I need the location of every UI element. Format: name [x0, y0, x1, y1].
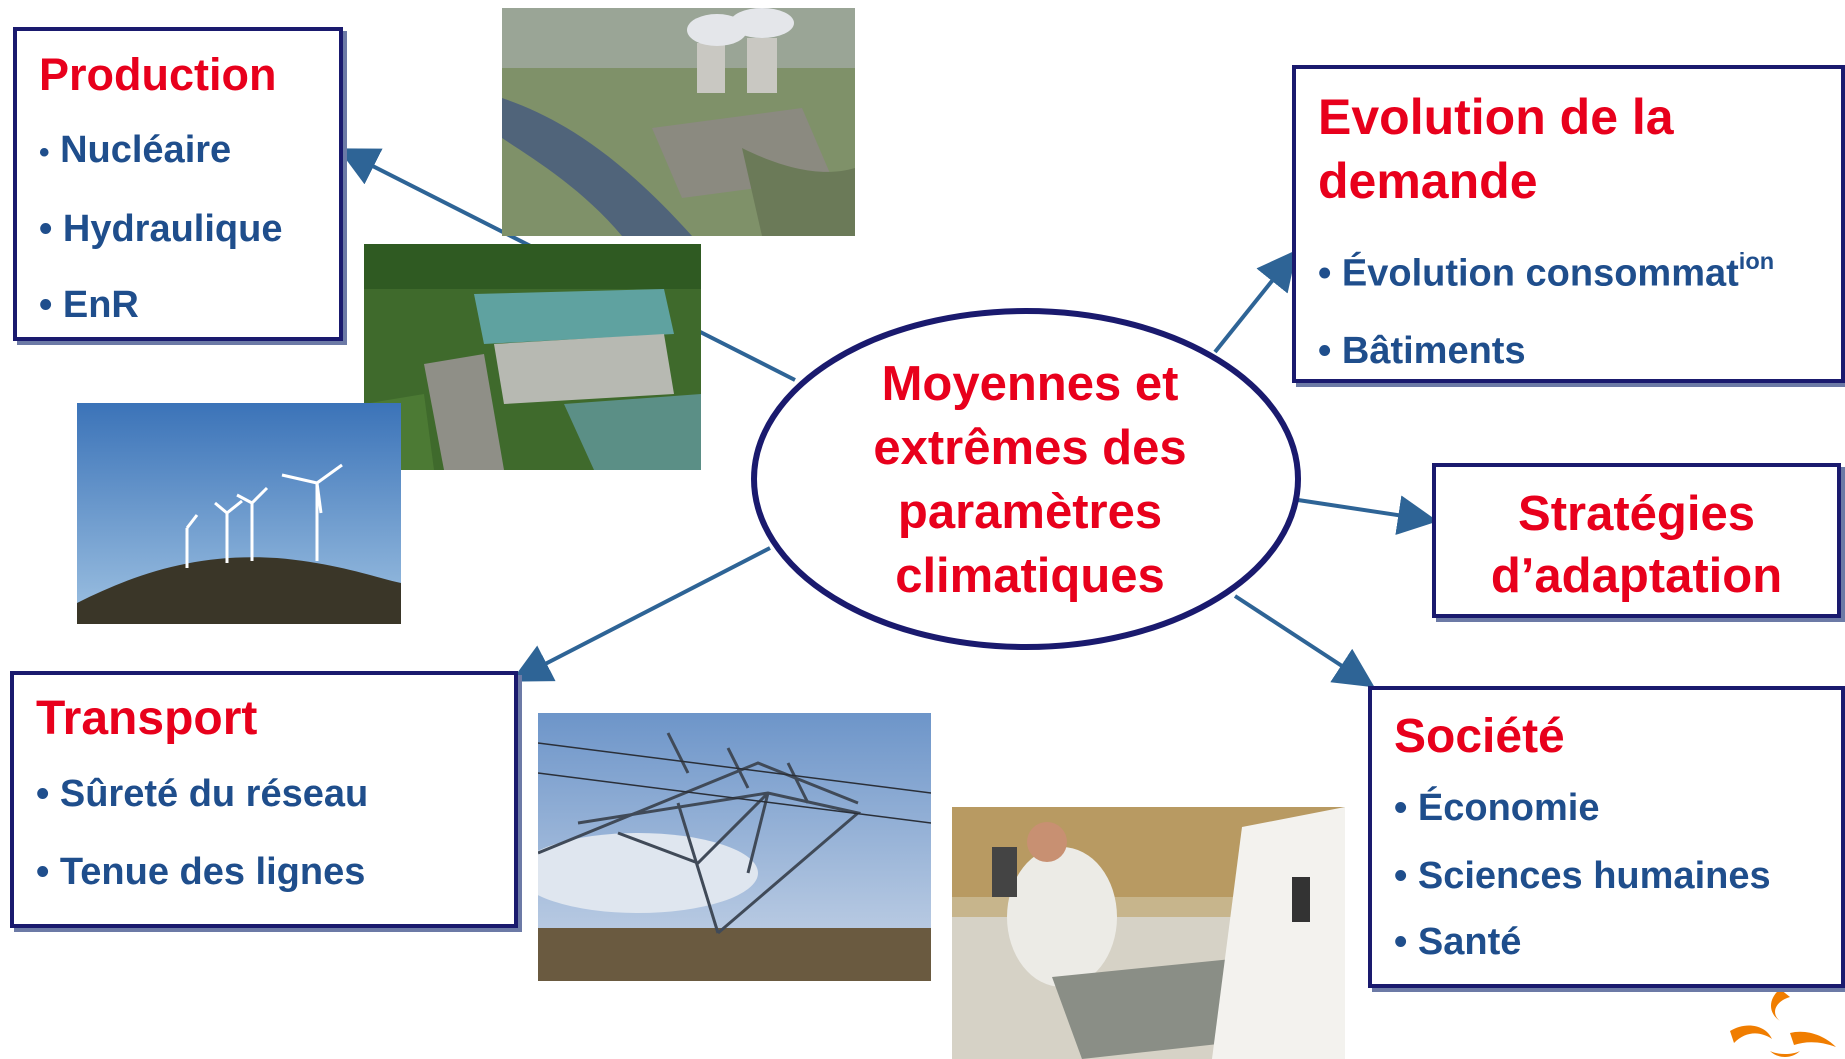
bullet-marker: • [1394, 921, 1408, 963]
production-title: Production [39, 49, 277, 100]
strategies-title-line: d’adaptation [1490, 549, 1783, 603]
bullet-marker: • [39, 284, 53, 326]
bullet-marker: • [1318, 330, 1332, 373]
societe-item: • Sciences humaines [1394, 852, 1841, 900]
center-line: Moyennes et [881, 357, 1179, 411]
strategies-title-line: Stratégies [1518, 487, 1755, 541]
demande-item-label: Bâtiments [1341, 330, 1526, 373]
center-ellipse [751, 308, 1301, 650]
demande-item: • Bâtiments [1318, 327, 1841, 375]
center-line: paramètres [897, 485, 1163, 539]
demande-title-line: Evolution de la [1318, 89, 1674, 145]
arrow-to-demande [1213, 249, 1298, 354]
demande-title: Evolution de la demande [1318, 85, 1841, 213]
transport-item: • Sûreté du réseau [36, 769, 514, 819]
center-label: Moyennes et extrêmes des paramètres clim… [820, 352, 1240, 608]
edf-logo [1720, 985, 1845, 1059]
societe-item-label: Économie [1417, 787, 1600, 829]
center-line: climatiques [895, 549, 1165, 603]
transport-item: • Tenue des lignes [36, 847, 514, 897]
arrow-to-strategies [1297, 495, 1438, 535]
bullet-marker: • [1394, 787, 1408, 829]
bullet-marker: • [39, 136, 50, 169]
societe-item: • Économie [1394, 784, 1841, 832]
transport-title: Transport [36, 692, 258, 745]
center-line: extrêmes des [873, 421, 1187, 475]
production-box: Production • Nucléaire • Hydraulique • E… [13, 27, 343, 341]
production-item-label: Nucléaire [60, 129, 232, 171]
transport-box: Transport • Sûreté du réseau • Tenue des… [10, 671, 518, 928]
bullet-marker: • [36, 851, 50, 893]
societe-item-label: Sciences humaines [1417, 855, 1771, 897]
demande-box: Evolution de la demande • Évolution cons… [1292, 65, 1845, 383]
power-pylon-photo [538, 713, 931, 981]
arrow-to-transport [510, 546, 771, 682]
demande-item-sup: ion [1738, 248, 1775, 274]
bullet-marker: • [1318, 252, 1332, 295]
demande-item-label: Évolution consommat [1341, 252, 1739, 295]
bullet-marker: • [1394, 855, 1408, 897]
bullet-marker: • [36, 773, 50, 815]
production-item-label: Hydraulique [62, 208, 283, 250]
strategies-box: Stratégies d’adaptation [1432, 463, 1841, 618]
arrow-to-societe [1233, 594, 1375, 688]
laboratory-photo [952, 807, 1345, 1059]
demande-title-line: demande [1318, 153, 1538, 209]
nuclear-plant-photo [502, 8, 855, 236]
transport-item-label: Tenue des lignes [59, 851, 366, 893]
societe-item: • Santé [1394, 918, 1841, 966]
production-item-label: EnR [62, 284, 139, 326]
hydro-dam-photo [364, 244, 701, 470]
production-item: • EnR [39, 280, 339, 330]
bullet-marker: • [39, 208, 53, 250]
societe-box: Société • Économie • Sciences humaines •… [1368, 686, 1845, 988]
societe-title: Société [1394, 710, 1565, 763]
transport-item-label: Sûreté du réseau [59, 773, 369, 815]
production-item: • Nucléaire [39, 125, 339, 178]
wind-turbines-photo [77, 403, 401, 624]
societe-item-label: Santé [1417, 921, 1522, 963]
demande-item: • Évolution consommation [1318, 237, 1841, 297]
production-item: • Hydraulique [39, 204, 339, 254]
